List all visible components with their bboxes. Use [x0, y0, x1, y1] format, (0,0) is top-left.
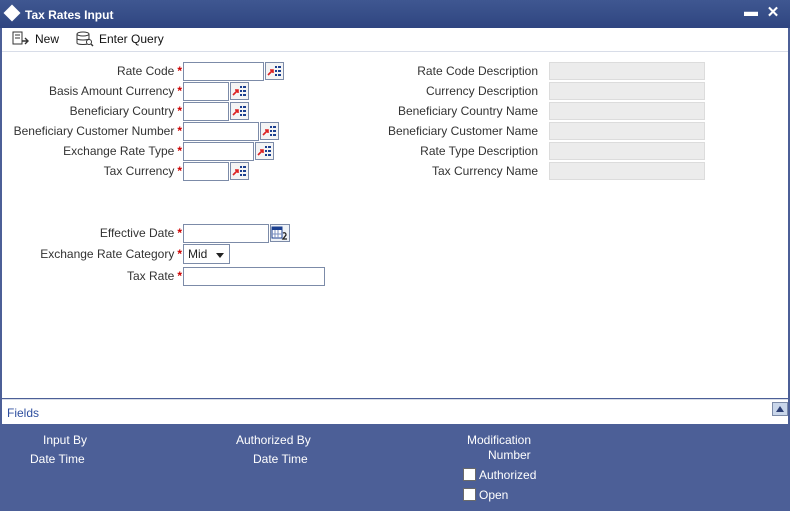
enter-query-label: Enter Query	[99, 32, 164, 46]
list-of-values-icon	[257, 146, 271, 156]
list-of-values-icon	[267, 66, 281, 76]
authorized-by-label: Authorized By	[236, 433, 311, 447]
tax-currency-label: Tax Currency*	[103, 164, 182, 178]
effective-date-input[interactable]	[183, 224, 269, 243]
fields-bar: Fields	[2, 399, 788, 424]
exchange-rate-category-value: Mid	[188, 247, 208, 261]
open-checkbox[interactable]	[463, 488, 476, 501]
basis-amount-currency-input[interactable]	[183, 82, 229, 101]
exchange-rate-category-label: Exchange Rate Category*	[40, 247, 182, 261]
calendar-button[interactable]	[270, 224, 290, 242]
list-of-values-icon	[232, 106, 246, 116]
authorized-checkbox-label: Authorized	[479, 468, 537, 482]
window-title-bar: Tax Rates Input ▬ ✕	[0, 0, 790, 28]
tax-rate-label: Tax Rate*	[126, 269, 182, 283]
rate-type-description-label: Rate Type Description	[420, 144, 538, 158]
tax-rate-input[interactable]	[183, 267, 325, 286]
audit-footer: Input By Date Time Authorized By Date Ti…	[2, 424, 788, 511]
rate-code-description-field	[549, 62, 705, 80]
effective-date-label: Effective Date*	[99, 226, 182, 240]
rate-code-label: Rate Code*	[116, 64, 182, 78]
query-database-icon	[76, 31, 94, 47]
new-button[interactable]: New	[12, 30, 59, 48]
tax-currency-name-field	[549, 162, 705, 180]
beneficiary-customer-number-lov-button[interactable]	[260, 122, 279, 140]
tax-currency-input[interactable]	[183, 162, 229, 181]
window-title: Tax Rates Input	[25, 8, 114, 22]
fields-link[interactable]: Fields	[7, 406, 40, 420]
list-of-values-icon	[232, 166, 246, 176]
open-checkbox-label: Open	[479, 488, 509, 502]
scroll-up-button[interactable]	[772, 402, 788, 416]
enter-query-button[interactable]: Enter Query	[76, 30, 164, 48]
basis-amount-currency-label: Basis Amount Currency*	[48, 84, 182, 98]
authorized-checkbox[interactable]	[463, 468, 476, 481]
beneficiary-country-name-field	[549, 102, 705, 120]
authorized-date-time-label: Date Time	[253, 452, 308, 466]
beneficiary-country-lov-button[interactable]	[230, 102, 249, 120]
minimize-button[interactable]: ▬	[744, 3, 758, 19]
beneficiary-country-name-label: Beneficiary Country Name	[397, 104, 538, 118]
tax-currency-name-label: Tax Currency Name	[431, 164, 538, 178]
window-diamond-icon	[3, 4, 21, 22]
modification-label: Modification	[467, 433, 532, 447]
new-button-label: New	[35, 32, 60, 46]
exchange-rate-type-input[interactable]	[183, 142, 254, 161]
basis-amount-currency-lov-button[interactable]	[230, 82, 249, 100]
rate-code-input[interactable]	[183, 62, 264, 81]
beneficiary-customer-name-field	[549, 122, 705, 140]
currency-description-label: Currency Description	[425, 84, 538, 98]
currency-description-field	[549, 82, 705, 100]
beneficiary-customer-number-label: Beneficiary Customer Number*	[13, 124, 182, 138]
rate-code-lov-button[interactable]	[265, 62, 284, 80]
rate-type-description-field	[549, 142, 705, 160]
exchange-rate-type-lov-button[interactable]	[255, 142, 274, 160]
beneficiary-country-label: Beneficiary Country*	[69, 104, 182, 118]
input-by-label: Input By	[43, 433, 88, 447]
beneficiary-country-input[interactable]	[183, 102, 229, 121]
new-record-icon	[12, 31, 29, 45]
dropdown-caret-icon	[216, 253, 224, 258]
exchange-rate-type-label: Exchange Rate Type*	[63, 144, 182, 158]
exchange-rate-category-select[interactable]: Mid	[183, 244, 230, 264]
list-of-values-icon	[232, 86, 246, 96]
toolbar: New Enter Query	[2, 28, 788, 52]
form-area: Rate Code* Basis Amount Currency* Benefi…	[2, 52, 788, 398]
tax-currency-lov-button[interactable]	[230, 162, 249, 180]
list-of-values-icon	[262, 126, 276, 136]
input-date-time-label: Date Time	[30, 452, 85, 466]
close-button[interactable]: ✕	[766, 4, 780, 21]
beneficiary-customer-number-input[interactable]	[183, 122, 259, 141]
rate-code-description-label: Rate Code Description	[417, 64, 538, 78]
modification-number-label: Number	[488, 448, 531, 462]
calendar-icon	[271, 226, 287, 240]
beneficiary-customer-name-label: Beneficiary Customer Name	[387, 124, 538, 138]
